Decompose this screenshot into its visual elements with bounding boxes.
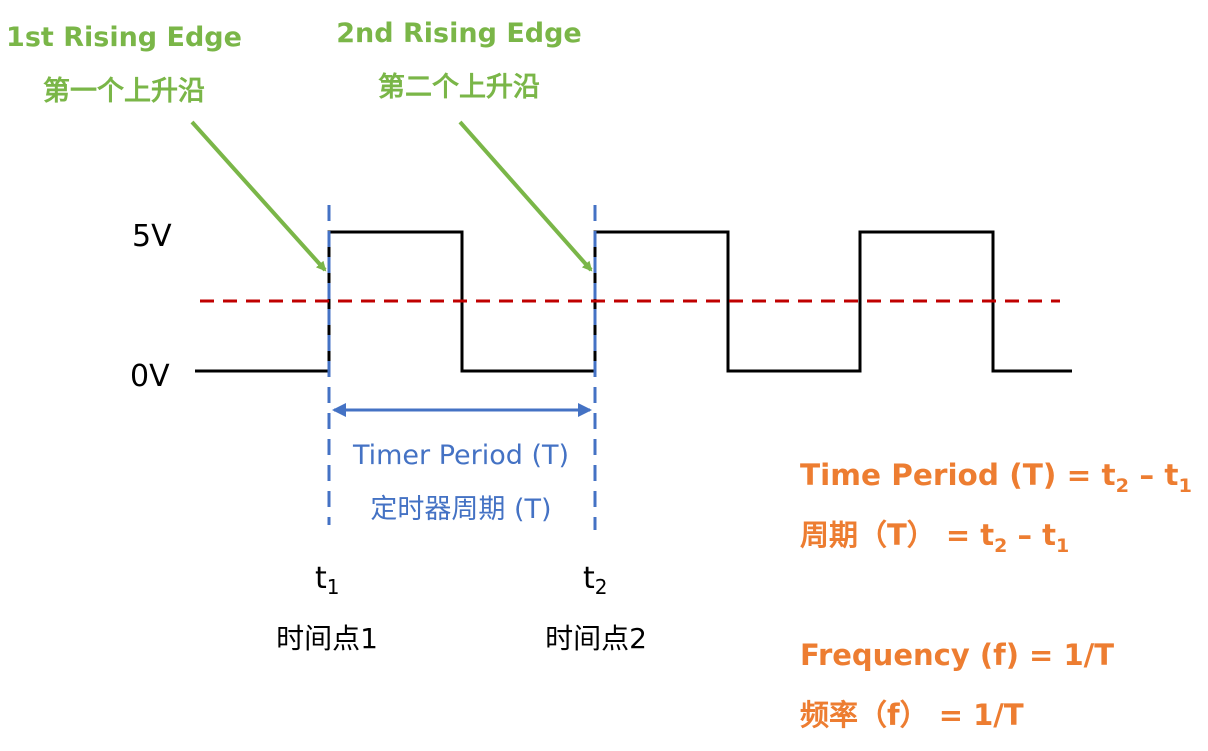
high-level-label: 5V: [132, 219, 172, 254]
frequency-formula-cn: 频率（f） = 1/T: [800, 698, 1024, 732]
period-label-en: Timer Period (T): [352, 440, 569, 471]
t2-label-cn: 时间点2: [545, 622, 647, 655]
edge2-label-en: 2nd Rising Edge: [336, 18, 581, 49]
edge2-label-cn: 第二个上升沿: [378, 71, 540, 103]
edge1-pointer-arrow: [190, 120, 327, 272]
low-level-label: 0V: [130, 359, 170, 394]
edge1-label-en: 1st Rising Edge: [6, 22, 242, 53]
period-label-cn: 定时器周期 (T): [370, 494, 551, 525]
edge1-label-cn: 第一个上升沿: [43, 75, 205, 107]
square-wave-signal: [195, 230, 1072, 373]
t2-label: t2: [583, 561, 608, 599]
period-formula-cn: 周期（T） = t2 – t1: [800, 518, 1069, 557]
edge2-pointer-arrow: [458, 120, 593, 272]
t1-label: t1: [315, 561, 340, 599]
t1-label-cn: 时间点1: [276, 622, 378, 655]
frequency-formula-en: Frequency (f) = 1/T: [800, 638, 1114, 672]
